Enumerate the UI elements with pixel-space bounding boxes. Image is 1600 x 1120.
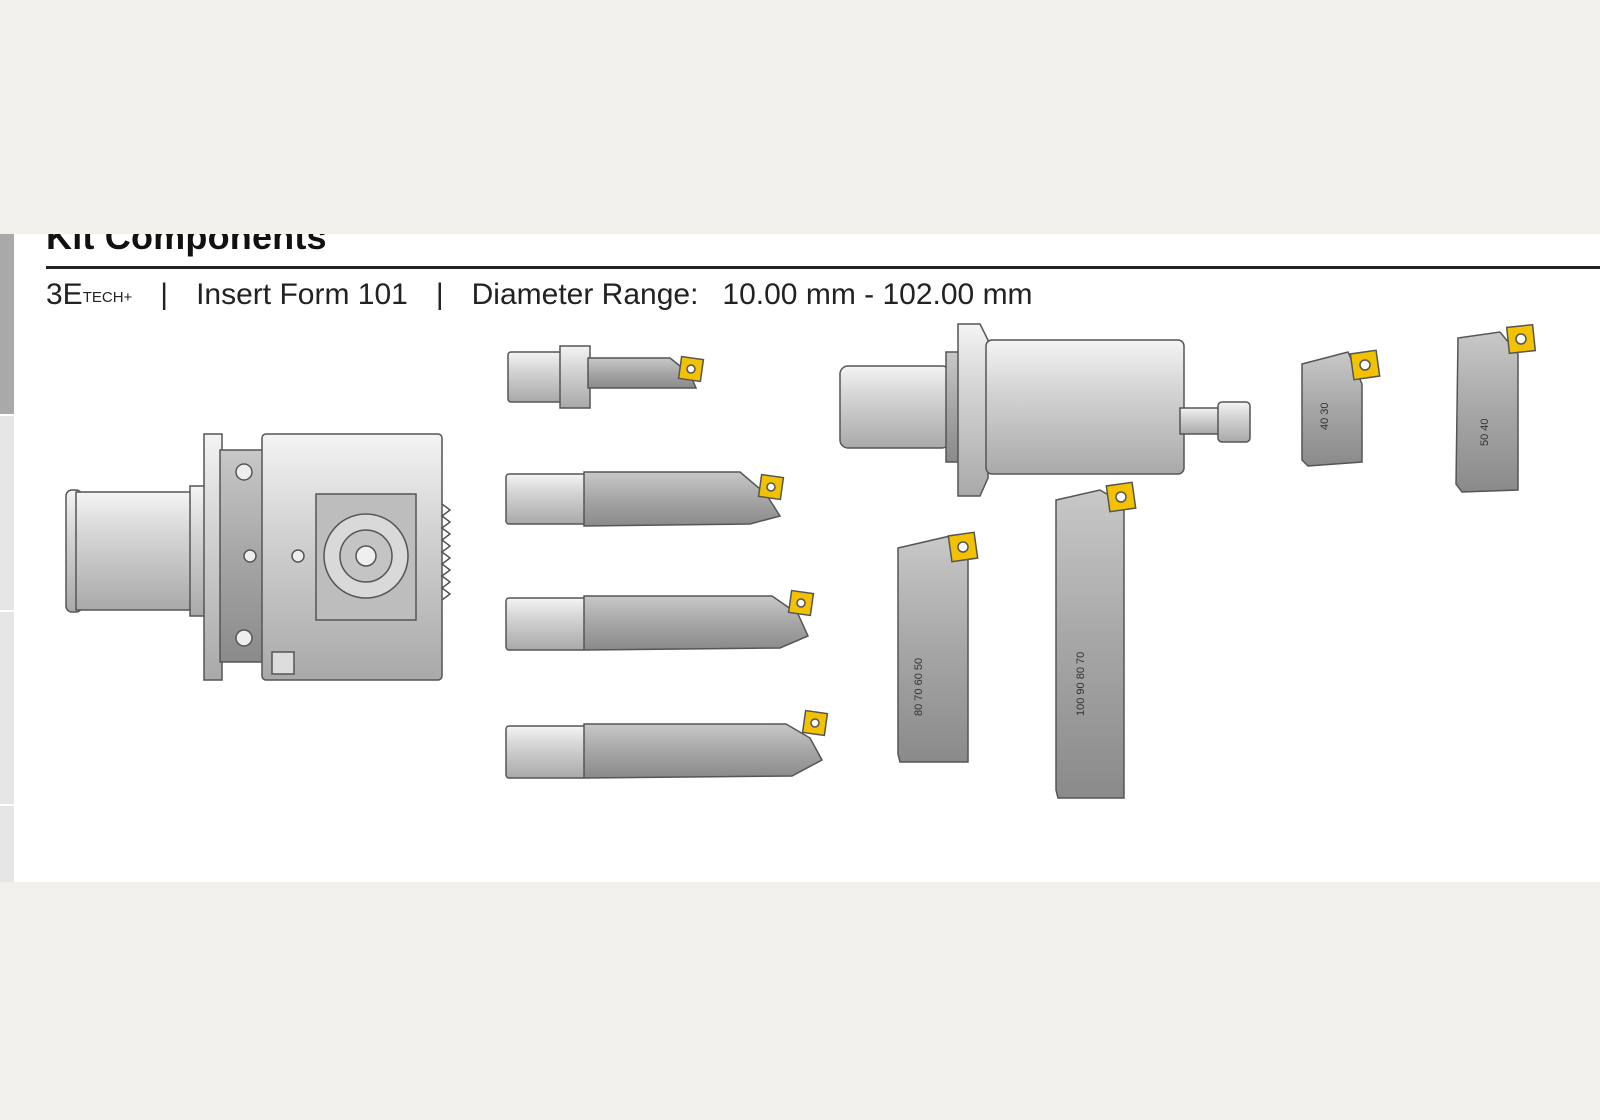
side-tab-divider [0,610,14,612]
scale-label: 100 90 80 70 [1075,652,1087,716]
diameter-label: Diameter Range: [471,278,699,311]
kit-illustration: 40 30 50 40 80 70 60 50 100 90 80 70 [65,323,1537,799]
brand-superscript: TECH+ [82,289,133,306]
insert-form: Insert Form 101 [196,278,408,311]
small-bar-head-a-icon: 40 30 [1301,349,1381,467]
shank-adapter-icon [839,323,1251,497]
boring-bar-4-icon [505,709,829,779]
title-rule [46,266,1600,269]
scale-label: 80 70 60 50 [913,658,925,716]
section-title: Kit Components [46,234,327,257]
side-tab-active [0,234,14,414]
graduated-bar-medium-icon: 80 70 60 50 [897,531,979,763]
separator: | [160,278,169,311]
side-tab-divider [0,804,14,806]
side-tab-divider [0,414,14,416]
boring-bar-3-icon [505,589,815,651]
diameter-range: 10.00 mm - 102.00 mm [722,278,1033,311]
graduated-bar-large-icon: 100 90 80 70 [1055,481,1137,799]
boring-bar-1-icon [507,345,705,409]
scale-label: 50 40 [1479,418,1491,446]
scale-label: 40 30 [1319,402,1331,430]
small-bar-head-b-icon: 50 40 [1455,323,1537,493]
separator: | [435,278,444,311]
brand-name: 3E [46,278,83,311]
boring-head-icon [65,433,452,681]
side-tab-strip [0,234,14,882]
boring-bar-2-icon [505,471,785,527]
